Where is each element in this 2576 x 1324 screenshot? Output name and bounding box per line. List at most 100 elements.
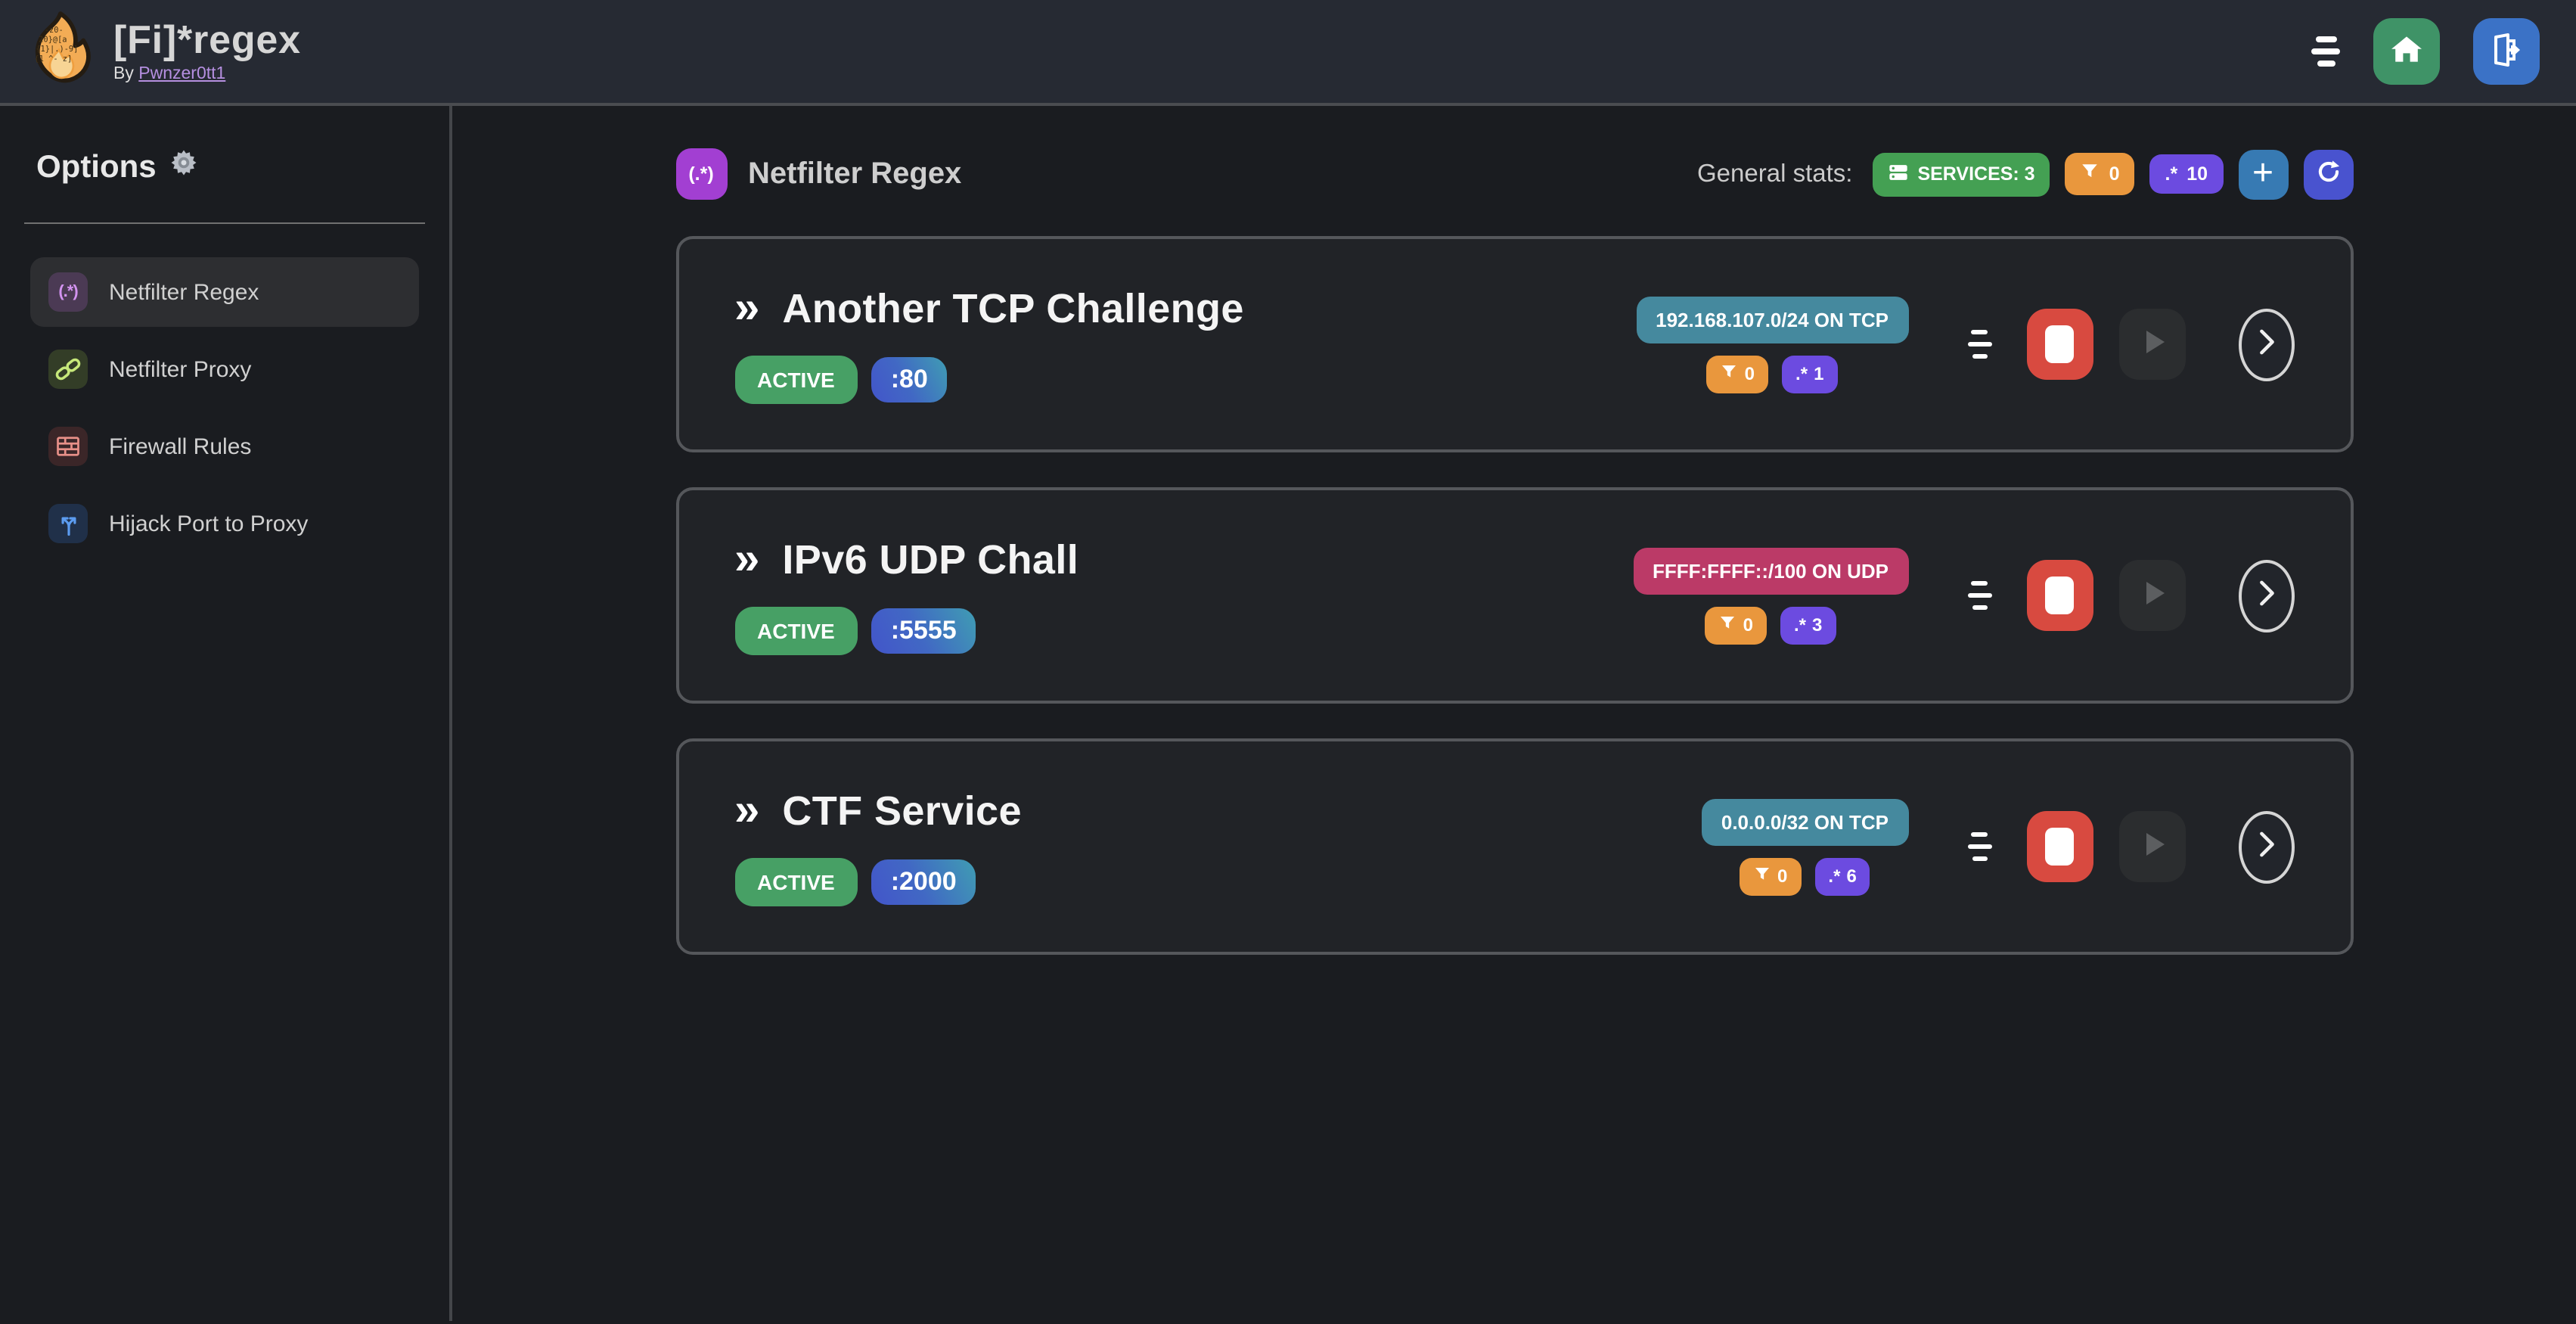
start-service-button[interactable] bbox=[2118, 560, 2185, 631]
stop-icon bbox=[2045, 828, 2074, 866]
card-menu-icon[interactable] bbox=[1967, 831, 1991, 862]
service-filters-badge: 0 bbox=[1705, 606, 1767, 644]
regex-glyph-icon: .* bbox=[1828, 866, 1841, 887]
service-list: » Another TCP Challenge ACTIVE :80 192.1… bbox=[675, 236, 2353, 955]
svg-text:-z0-: -z0- bbox=[45, 25, 64, 34]
byline: By Pwnzer0tt1 bbox=[113, 65, 301, 83]
app-title: [Fi]*regex bbox=[113, 16, 301, 62]
stop-icon bbox=[2045, 577, 2074, 614]
start-service-button[interactable] bbox=[2118, 811, 2185, 882]
funnel-icon bbox=[1721, 362, 1739, 385]
regex-glyph-icon: .* bbox=[2165, 163, 2178, 185]
service-controls: 192.168.107.0/24 ON TCP 0 .* 1 bbox=[1636, 296, 2294, 393]
sidebar-item-netfilter-regex[interactable]: (.*) Netfilter Regex bbox=[30, 257, 419, 327]
sidebar-item-label: Firewall Rules bbox=[109, 434, 252, 459]
network-badges: FFFF:FFFF::/100 ON UDP 0 .* 3 bbox=[1633, 547, 1908, 644]
chevron-right-icon bbox=[2253, 577, 2279, 614]
service-filters-badge: 0 bbox=[1740, 857, 1802, 895]
bricks-icon bbox=[48, 427, 88, 466]
chain-icon bbox=[48, 350, 88, 389]
gear-icon bbox=[170, 148, 199, 186]
service-controls: 0.0.0.0/32 ON TCP 0 .* 6 bbox=[1701, 798, 2294, 895]
menu-icon[interactable] bbox=[2311, 36, 2340, 67]
double-chevron-marker: » bbox=[734, 785, 760, 835]
svg-text:20}@[a: 20}@[a bbox=[39, 34, 67, 43]
service-name: CTF Service bbox=[782, 788, 1022, 833]
sidebar-item-label: Hijack Port to Proxy bbox=[109, 511, 309, 536]
sidebar: Options (.*) Netfilter Regex bbox=[0, 106, 452, 1321]
open-service-button[interactable] bbox=[2238, 308, 2294, 381]
double-chevron-marker: » bbox=[734, 534, 760, 584]
play-icon bbox=[2134, 826, 2170, 867]
stop-service-button[interactable] bbox=[2026, 811, 2093, 882]
card-menu-icon[interactable] bbox=[1967, 580, 1991, 611]
sidebar-item-netfilter-proxy[interactable]: Netfilter Proxy bbox=[30, 334, 419, 404]
sidebar-item-label: Netfilter Regex bbox=[109, 279, 259, 305]
network-badges: 0.0.0.0/32 ON TCP 0 .* 6 bbox=[1701, 798, 1908, 895]
service-name: Another TCP Challenge bbox=[782, 285, 1244, 331]
sidebar-item-label: Netfilter Proxy bbox=[109, 356, 252, 382]
start-service-button[interactable] bbox=[2118, 309, 2185, 380]
regex-icon: (.*) bbox=[48, 272, 88, 312]
service-regexes-badge: .* 6 bbox=[1814, 857, 1870, 895]
service-info: » CTF Service ACTIVE :2000 bbox=[734, 788, 1022, 906]
funnel-icon bbox=[1719, 614, 1737, 636]
main-header: (.*) Netfilter Regex General stats: bbox=[675, 148, 2353, 200]
regex-glyph-icon: .* bbox=[1795, 363, 1808, 384]
general-stats: General stats: SERVICES: 3 bbox=[1697, 149, 2353, 199]
network-badges: 192.168.107.0/24 ON TCP 0 .* 1 bbox=[1636, 296, 1908, 393]
svg-text:{1}|.)-9]: {1}|.)-9] bbox=[36, 44, 78, 53]
services-count-badge: SERVICES: 3 bbox=[1872, 152, 2050, 196]
author-link[interactable]: Pwnzer0tt1 bbox=[138, 65, 226, 84]
split-arrows-icon bbox=[48, 504, 88, 543]
stop-service-button[interactable] bbox=[2026, 560, 2093, 631]
sidebar-item-firewall-rules[interactable]: Firewall Rules bbox=[30, 412, 419, 481]
sidebar-heading: Options bbox=[0, 148, 449, 186]
service-filters-badge: 0 bbox=[1706, 355, 1769, 393]
sidebar-divider bbox=[24, 222, 425, 224]
service-info: » IPv6 UDP Chall ACTIVE :5555 bbox=[734, 536, 1079, 654]
stats-label: General stats: bbox=[1697, 160, 1853, 187]
cidr-badge: 0.0.0.0/32 ON TCP bbox=[1701, 798, 1908, 845]
flame-logo-icon: -z0- 20}@[a {1}|.)-9] {1 ^- z] bbox=[24, 10, 94, 93]
sidebar-item-hijack-port[interactable]: Hijack Port to Proxy bbox=[30, 489, 419, 558]
stop-icon bbox=[2045, 325, 2074, 363]
topbar: -z0- 20}@[a {1}|.)-9] {1 ^- z] [Fi]*rege… bbox=[0, 0, 2576, 106]
plus-icon: + bbox=[2252, 153, 2273, 194]
status-badge: ACTIVE bbox=[734, 857, 858, 906]
service-name: IPv6 UDP Chall bbox=[782, 536, 1079, 582]
filters-count-badge: 0 bbox=[2065, 153, 2135, 195]
double-chevron-marker: » bbox=[734, 283, 760, 333]
logout-button[interactable] bbox=[2473, 18, 2540, 85]
regex-count-badge: .* 10 bbox=[2149, 154, 2223, 194]
sidebar-heading-label: Options bbox=[36, 149, 157, 184]
port-badge: :2000 bbox=[871, 859, 976, 904]
topbar-actions bbox=[2311, 18, 2540, 85]
status-badge: ACTIVE bbox=[734, 606, 858, 654]
refresh-button[interactable] bbox=[2303, 149, 2353, 199]
funnel-icon bbox=[1753, 865, 1771, 887]
open-service-button[interactable] bbox=[2238, 810, 2294, 883]
service-regexes-badge: .* 1 bbox=[1782, 355, 1838, 393]
status-badge: ACTIVE bbox=[734, 355, 858, 403]
play-icon bbox=[2134, 324, 2170, 365]
service-info: » Another TCP Challenge ACTIVE :80 bbox=[734, 285, 1244, 403]
home-button[interactable] bbox=[2373, 18, 2440, 85]
sidebar-nav: (.*) Netfilter Regex Netfilter Proxy bbox=[0, 257, 449, 558]
port-badge: :5555 bbox=[871, 608, 976, 653]
regex-glyph-icon: .* bbox=[1793, 614, 1806, 636]
brand-text: [Fi]*regex By Pwnzer0tt1 bbox=[113, 16, 301, 83]
open-service-button[interactable] bbox=[2238, 559, 2294, 632]
brand: -z0- 20}@[a {1}|.)-9] {1 ^- z] [Fi]*rege… bbox=[24, 10, 301, 93]
page-title: Netfilter Regex bbox=[748, 157, 962, 190]
service-controls: FFFF:FFFF::/100 ON UDP 0 .* 3 bbox=[1633, 547, 2294, 644]
chevron-right-icon bbox=[2253, 828, 2279, 866]
main-area: (.*) Netfilter Regex General stats: bbox=[452, 106, 2576, 1321]
byline-prefix: By bbox=[113, 65, 134, 84]
add-service-button[interactable]: + bbox=[2238, 149, 2288, 199]
home-icon bbox=[2388, 31, 2425, 72]
card-menu-icon[interactable] bbox=[1967, 329, 1991, 359]
svg-text:{1 ^- z]: {1 ^- z] bbox=[34, 54, 72, 63]
stop-service-button[interactable] bbox=[2026, 309, 2093, 380]
